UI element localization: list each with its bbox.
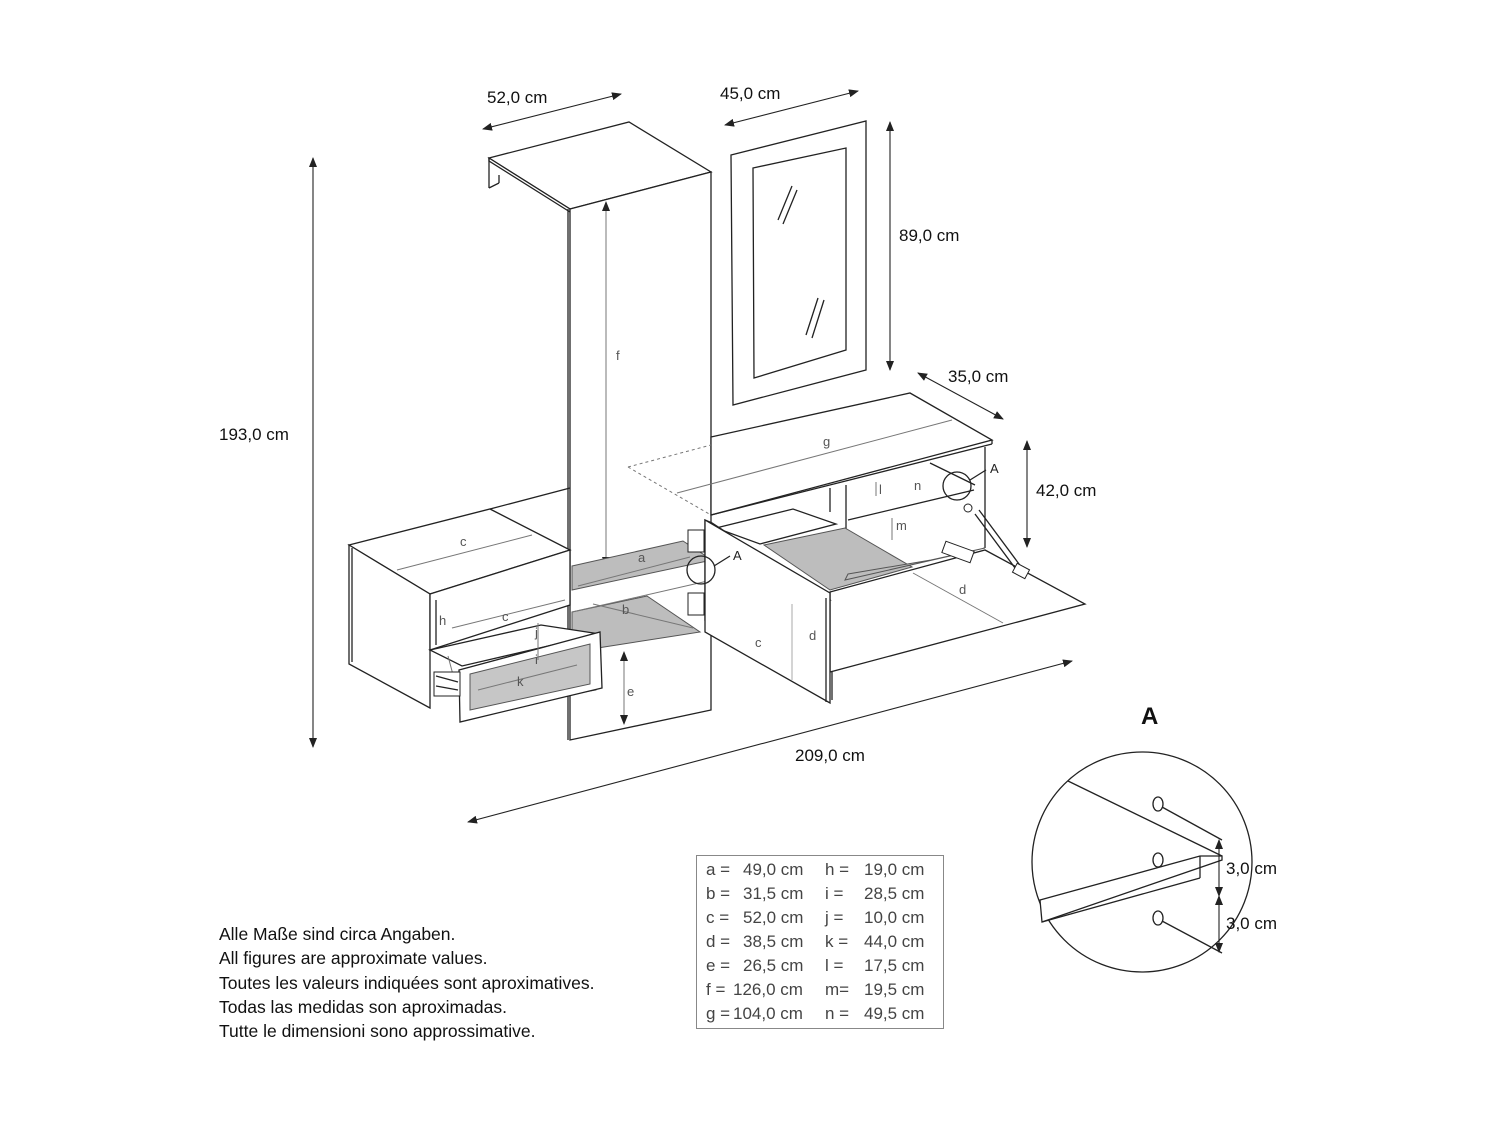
detail-spacing-1-label: 3,0 cm bbox=[1226, 859, 1277, 878]
table-row: e =26,5 cm l =17,5 cm bbox=[706, 956, 925, 975]
label-detail-a-door: A bbox=[733, 548, 742, 563]
label-g: g bbox=[823, 434, 830, 449]
approximation-notes: Alle Maße sind circa Angaben. All figure… bbox=[219, 922, 594, 1043]
label-h: h bbox=[439, 613, 446, 628]
label-a: a bbox=[638, 550, 646, 565]
table-row: d =38,5 cm k =44,0 cm bbox=[706, 932, 925, 951]
table-row: f =126,0 cm m=19,5 cm bbox=[706, 980, 925, 999]
detail-a-title: A bbox=[1141, 703, 1158, 730]
wardrobe-depth-label: 52,0 cm bbox=[487, 88, 547, 107]
label-m: m bbox=[896, 518, 907, 533]
left-cabinet bbox=[347, 487, 603, 723]
label-c-front: c bbox=[502, 609, 509, 624]
dimension-labels: 52,0 cm 45,0 cm 89,0 cm 35,0 cm 193,0 cm… bbox=[219, 84, 1277, 933]
wardrobe-tower bbox=[487, 121, 714, 741]
label-d-door: d bbox=[809, 628, 816, 643]
label-f: f bbox=[616, 348, 620, 363]
detail-spacing-2-label: 3,0 cm bbox=[1226, 914, 1277, 933]
label-detail-a-flap: A bbox=[990, 461, 999, 476]
label-l: l bbox=[879, 482, 882, 497]
table-row: g =104,0 cm n =49,5 cm bbox=[706, 1004, 925, 1023]
shelf-depth-label: 35,0 cm bbox=[948, 367, 1008, 386]
total-width-label: 209,0 cm bbox=[795, 746, 865, 765]
mirror-width-label: 45,0 cm bbox=[720, 84, 780, 103]
note-it: Tutte le dimensioni sono approssimative. bbox=[219, 1021, 536, 1042]
note-de: Alle Maße sind circa Angaben. bbox=[219, 924, 456, 944]
note-en: All figures are approximate values. bbox=[219, 948, 488, 969]
note-fr: Toutes les valeurs indiquées sont aproxi… bbox=[219, 972, 595, 993]
label-e: e bbox=[627, 684, 634, 699]
total-height-label: 193,0 cm bbox=[219, 425, 289, 444]
label-c-top: c bbox=[460, 534, 467, 549]
part-labels: a b c c c d d e f g h i j k l m n A A bbox=[439, 348, 999, 699]
label-k: k bbox=[517, 674, 524, 689]
dimension-table: a =49,0 cm h =19,0 cm b =31,5 cm i =28,5… bbox=[696, 855, 944, 1029]
right-sideboard bbox=[627, 392, 1087, 705]
mirror bbox=[730, 120, 867, 406]
mirror-height-label: 89,0 cm bbox=[899, 226, 959, 245]
note-es: Todas las medidas son aproximadas. bbox=[219, 996, 507, 1017]
label-n: n bbox=[914, 478, 921, 493]
shelf-height-label: 42,0 cm bbox=[1036, 481, 1096, 500]
table-row: b =31,5 cm i =28,5 cm bbox=[706, 884, 925, 903]
table-row: c =52,0 cm j =10,0 cm bbox=[706, 908, 925, 927]
dimension-lines bbox=[309, 89, 1073, 824]
label-d-flap: d bbox=[959, 582, 966, 597]
label-j: j bbox=[534, 625, 538, 640]
label-b: b bbox=[622, 602, 629, 617]
label-c-door: c bbox=[755, 635, 762, 650]
table-row: a =49,0 cm h =19,0 cm bbox=[706, 860, 925, 879]
detail-a bbox=[1031, 751, 1253, 973]
label-i: i bbox=[535, 652, 538, 667]
